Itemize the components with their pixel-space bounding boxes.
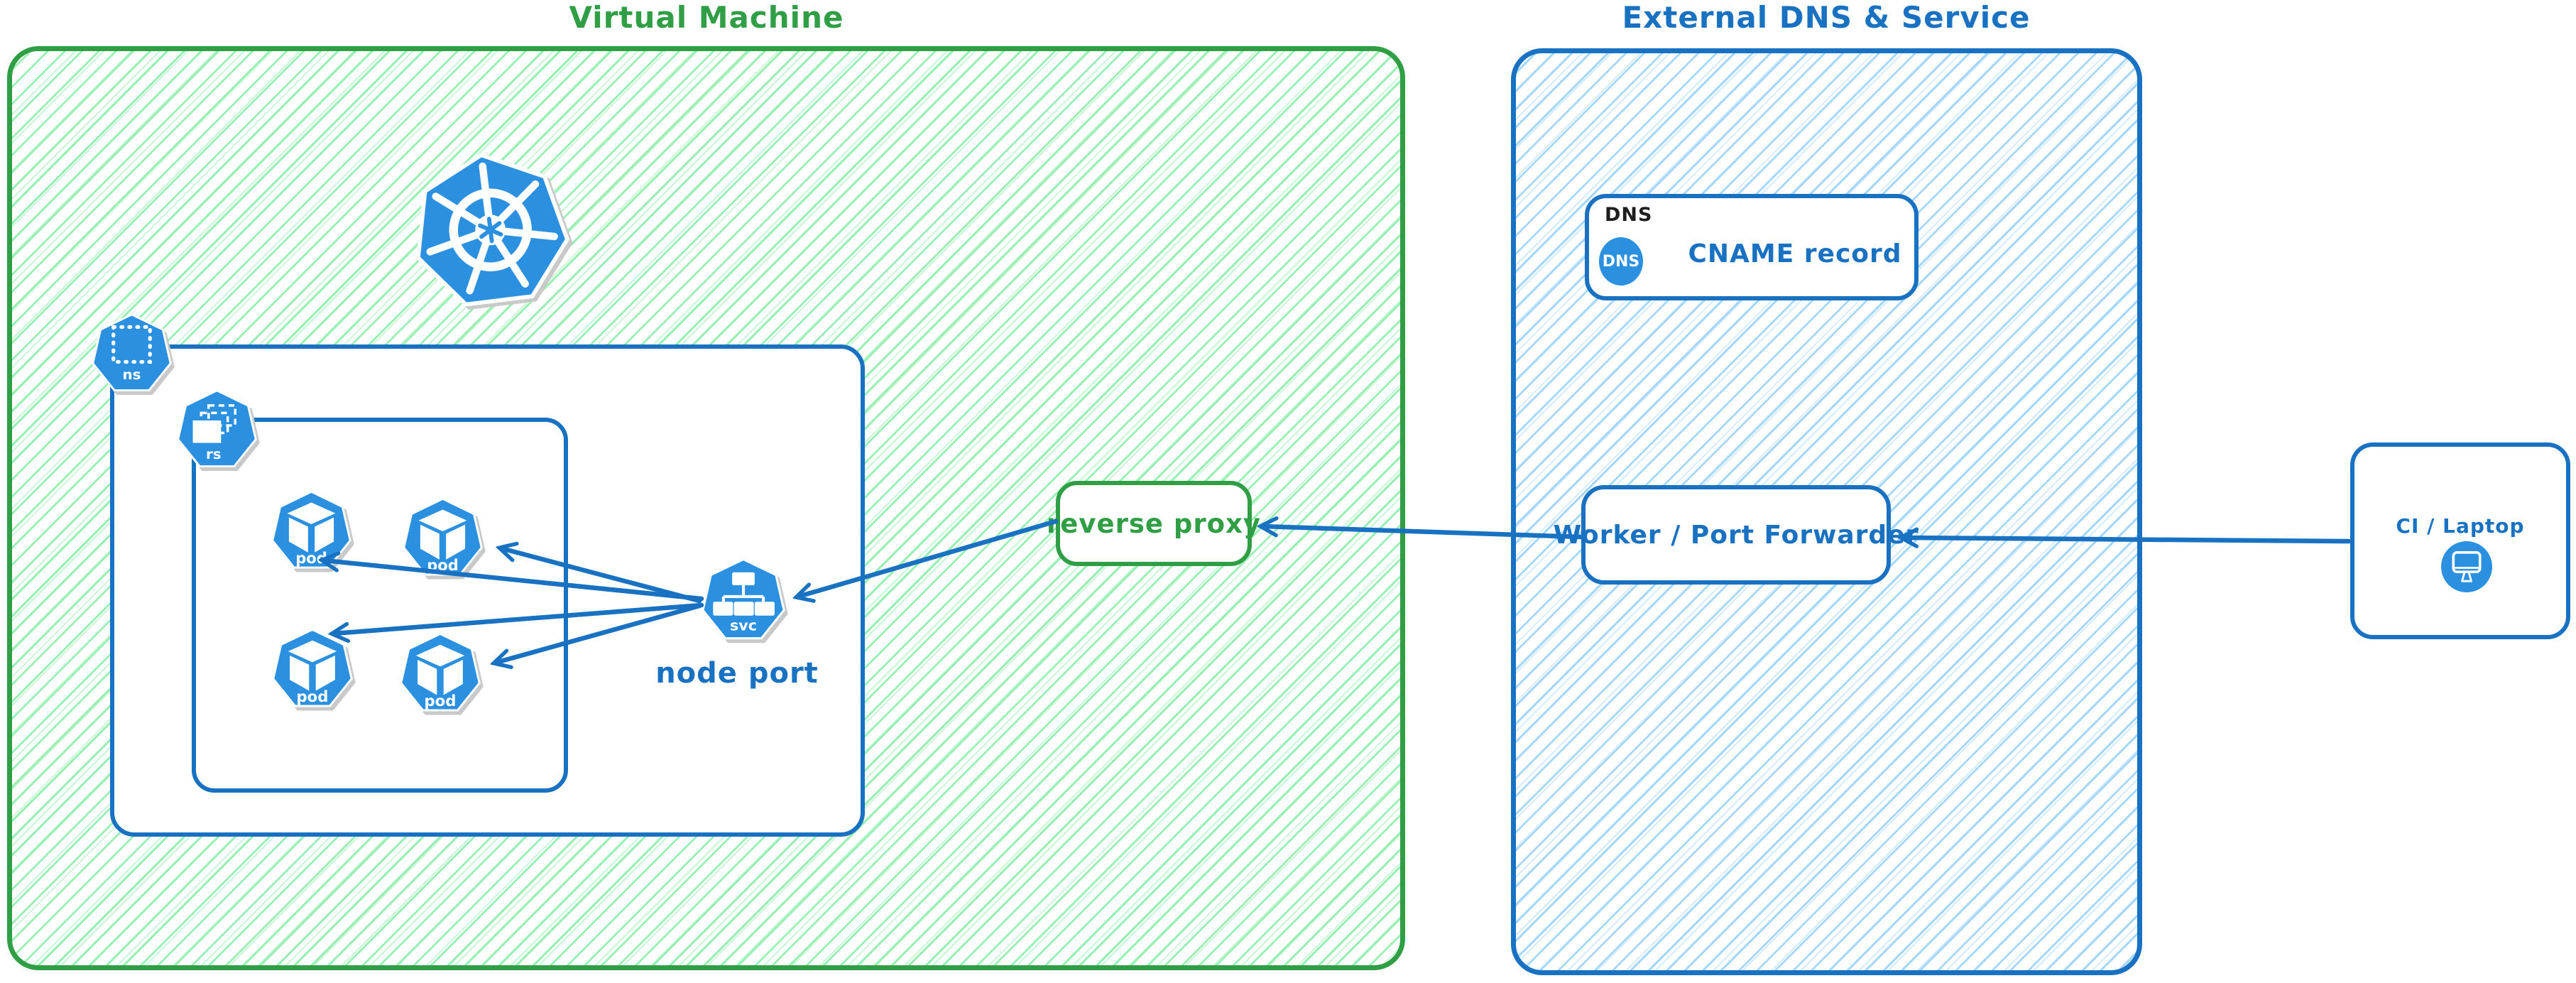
pod-label: pod xyxy=(295,549,327,567)
reverse-proxy-label: reverse proxy xyxy=(1047,508,1261,539)
ci-laptop-label: CI / Laptop xyxy=(2396,514,2525,538)
worker-label: Worker / Port Forwarder xyxy=(1553,520,1919,550)
cname-record-label: CNAME record xyxy=(1688,239,1902,268)
namespace-icon: ns xyxy=(90,313,173,396)
reverse-proxy-node: reverse proxy xyxy=(1047,481,1261,566)
pod-label: pod xyxy=(425,693,457,710)
dns-group-tag: DNS xyxy=(1605,204,1653,226)
pod-icon: pod xyxy=(270,490,353,573)
node-port-label: node port xyxy=(655,657,819,690)
ns-label: ns xyxy=(123,366,141,383)
pod-icon: pod xyxy=(398,632,482,716)
pod-label: pod xyxy=(427,556,459,574)
dns-record-node: DNS DNS CNAME record xyxy=(1585,194,1919,300)
worker-port-forwarder-node: Worker / Port Forwarder xyxy=(1553,485,1919,585)
kubernetes-icon xyxy=(400,139,580,325)
external-dns-title: External DNS & Service xyxy=(1622,0,2031,35)
replicaset-icon: rs xyxy=(175,389,258,472)
dns-badge-icon: DNS xyxy=(1599,237,1643,286)
dns-badge-label: DNS xyxy=(1602,252,1640,271)
svc-label: svc xyxy=(730,617,757,634)
virtual-machine-title: Virtual Machine xyxy=(569,0,844,35)
pod-label: pod xyxy=(297,688,329,706)
pod-icon: pod xyxy=(401,497,484,580)
laptop-icon xyxy=(2441,541,2492,592)
rs-label: rs xyxy=(206,446,222,462)
ci-laptop-node: CI / Laptop xyxy=(2350,442,2570,639)
pod-icon: pod xyxy=(271,628,354,712)
service-icon: svc xyxy=(700,558,787,644)
replicaset-box xyxy=(192,418,568,793)
